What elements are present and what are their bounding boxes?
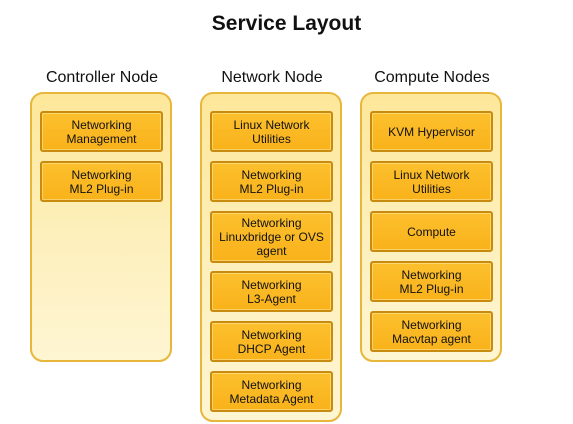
compute-nodes-label: Compute Nodes — [374, 69, 490, 86]
service-box: Networking ML2 Plug-in — [210, 161, 333, 202]
network-node-label: Network Node — [221, 69, 323, 86]
service-box: Compute — [370, 211, 493, 252]
service-box: Networking Management — [40, 111, 163, 152]
service-box: Networking ML2 Plug-in — [40, 161, 163, 202]
service-box: KVM Hypervisor — [370, 111, 493, 152]
controller-node-label: Controller Node — [45, 69, 159, 86]
service-box: Networking Linuxbridge or OVS agent — [210, 211, 333, 263]
diagram-title: Service Layout — [211, 12, 362, 35]
service-box: Networking L3-Agent — [210, 271, 333, 312]
service-box: Networking ML2 Plug-in — [370, 261, 493, 302]
service-box: Networking Macvtap agent — [370, 311, 493, 352]
service-box: Linux Network Utilities — [210, 111, 333, 152]
service-box: Networking DHCP Agent — [210, 321, 333, 362]
service-box: Networking Metadata Agent — [210, 371, 333, 412]
service-box: Linux Network Utilities — [370, 161, 493, 202]
